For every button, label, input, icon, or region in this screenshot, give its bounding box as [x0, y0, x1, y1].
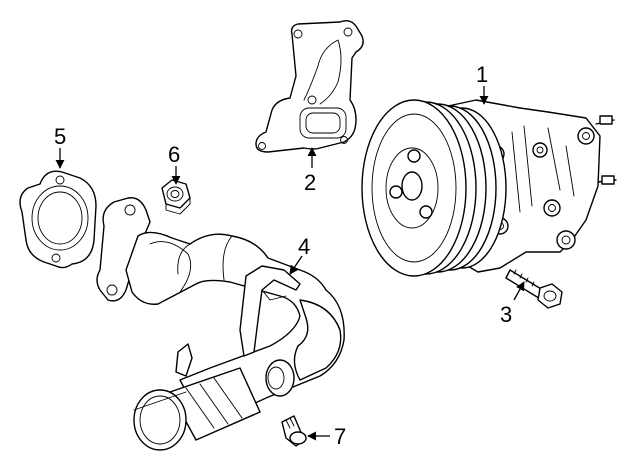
- callout-labels: 1 2 3 4 5 6 7: [54, 62, 512, 449]
- nut-part-6: [161, 179, 191, 215]
- callout-5: 5: [54, 124, 66, 149]
- callout-3: 3: [500, 302, 512, 327]
- gasket-part-2: [255, 19, 364, 153]
- water-pump-part-1: [361, 99, 617, 277]
- callout-7: 7: [334, 424, 346, 449]
- leader-lines: [55, 86, 525, 441]
- gasket-part-5: [19, 170, 97, 269]
- bolt-part-7: [281, 415, 307, 447]
- callout-1: 1: [476, 62, 488, 87]
- callout-4: 4: [298, 234, 310, 259]
- coolant-tube-part-4: [96, 197, 345, 451]
- bolt-part-3: [505, 269, 563, 309]
- callout-2: 2: [304, 170, 316, 195]
- callout-6: 6: [168, 142, 180, 167]
